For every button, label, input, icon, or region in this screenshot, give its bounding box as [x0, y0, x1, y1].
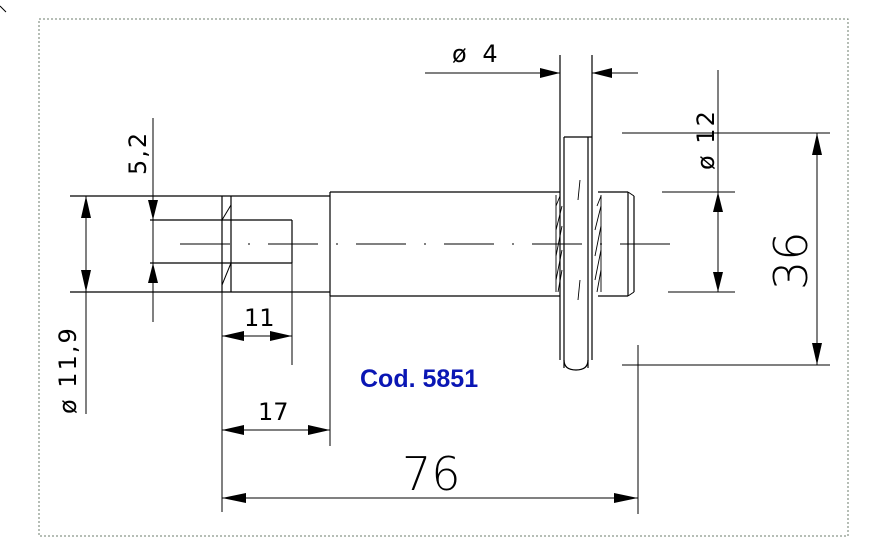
dim-dia-12: ø 12	[662, 70, 735, 293]
dim-36: 36	[622, 132, 830, 366]
dim-17: 17	[222, 296, 331, 446]
dim-76-label: 76	[402, 447, 461, 501]
corner-mark	[0, 5, 7, 13]
dim-dia-4: ø 4	[425, 40, 638, 78]
dim-dia-11-9: ø 11,9	[54, 196, 91, 414]
dim-dia-4-label: ø 4	[452, 40, 502, 68]
cross-pin	[555, 55, 602, 371]
drawing-frame	[38, 18, 849, 537]
dim-11: 11	[221, 263, 293, 440]
dim-5-2: 5,2	[124, 118, 158, 322]
dim-76: 76	[221, 345, 639, 514]
dim-11-label: 11	[244, 304, 275, 332]
dim-5-2-label: 5,2	[124, 131, 152, 175]
dim-17-label: 17	[258, 398, 289, 426]
dim-36-label: 36	[764, 231, 818, 290]
shaft-outline	[70, 191, 635, 297]
product-code-label: Cod. 5851	[360, 365, 478, 393]
dim-dia-12-label: ø 12	[692, 109, 720, 170]
dim-dia-11-9-label: ø 11,9	[54, 326, 82, 414]
